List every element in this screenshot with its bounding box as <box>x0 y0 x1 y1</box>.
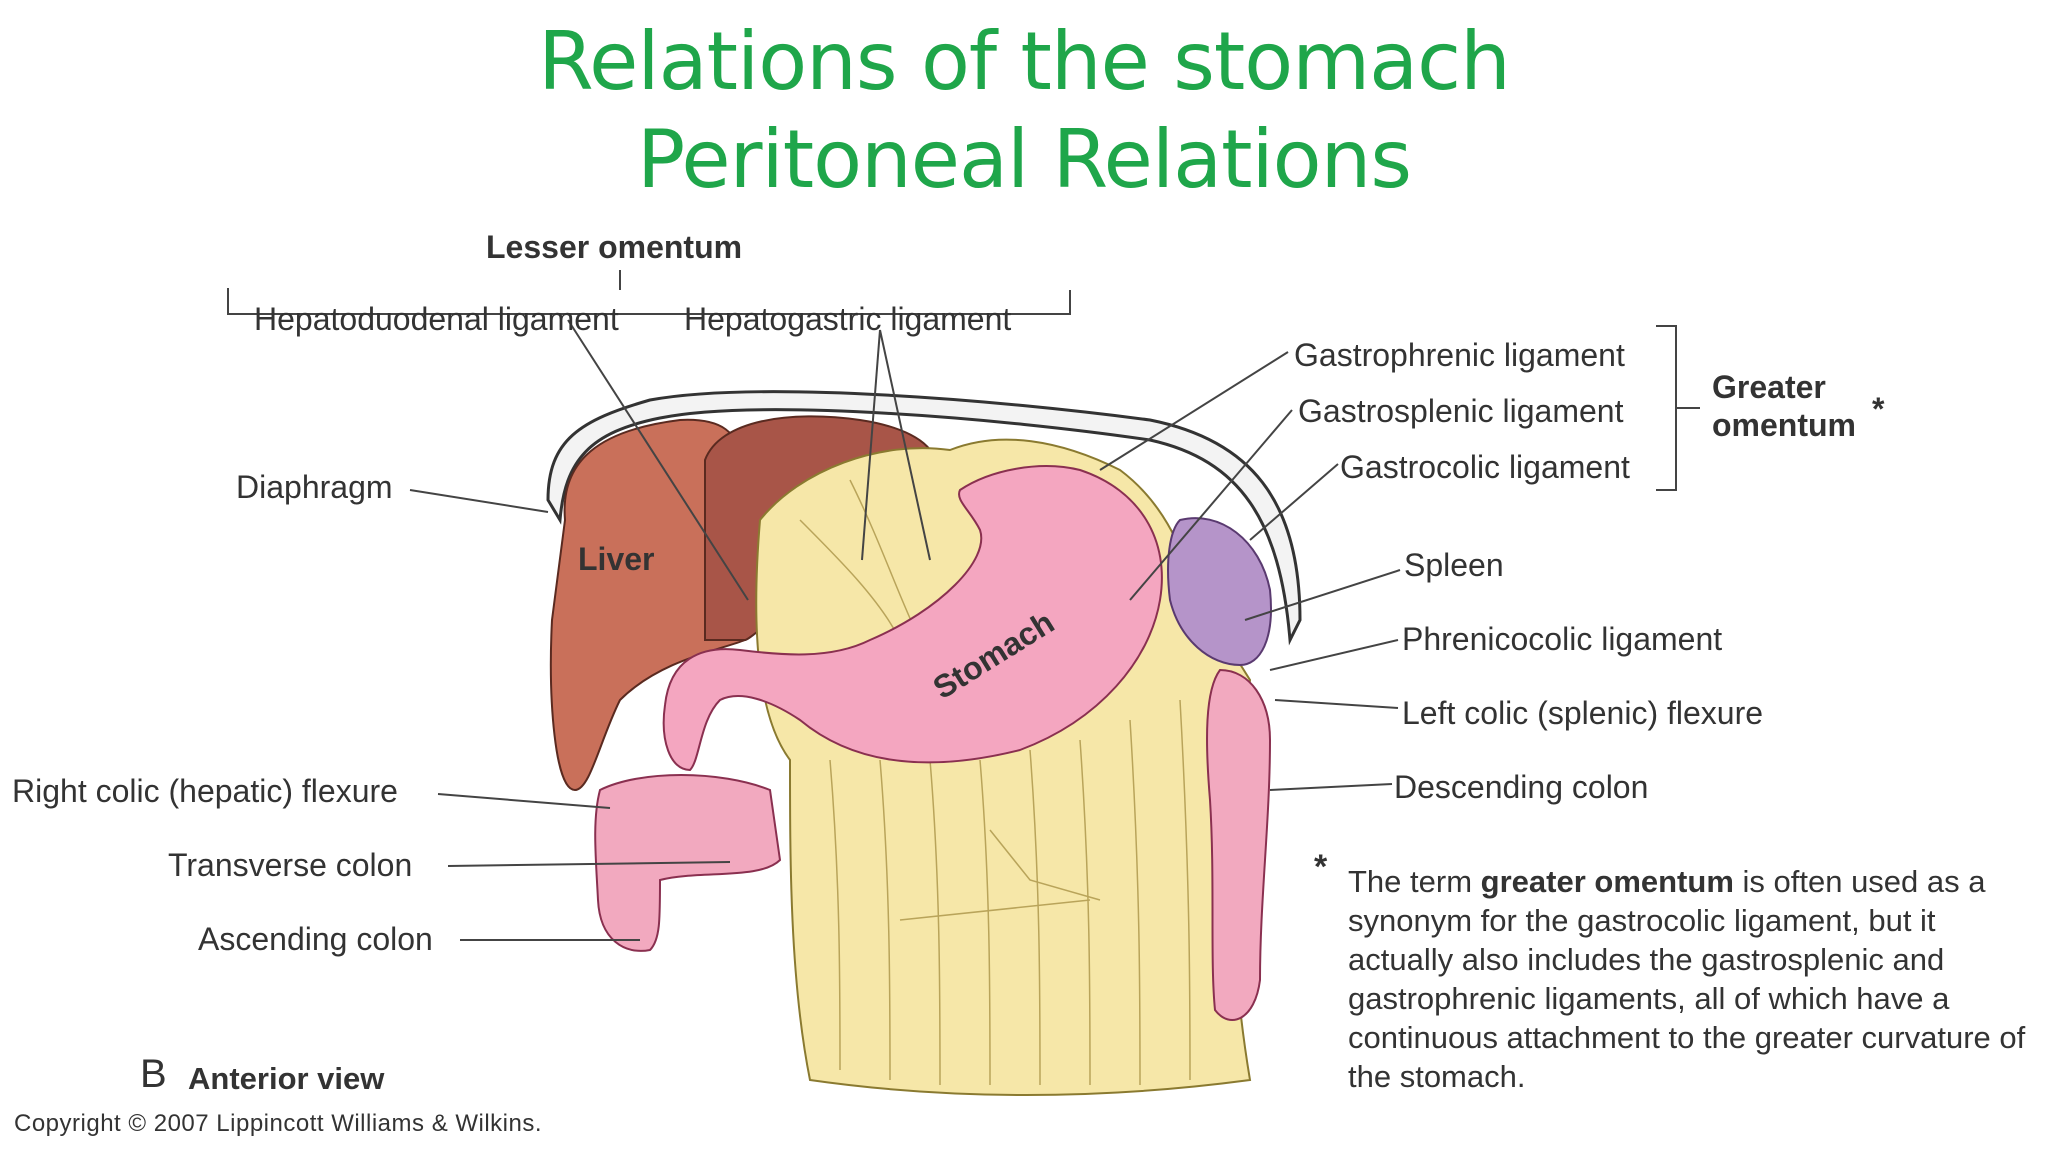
spleen-shape <box>1167 517 1272 667</box>
title-line-2: Peritoneal Relations <box>636 113 1412 206</box>
label-greater-omentum-2: omentum <box>1712 407 1856 443</box>
copyright: Copyright © 2007 Lippincott Williams & W… <box>14 1110 543 1137</box>
diaphragm-shape <box>546 390 1302 646</box>
stomach-shape <box>662 465 1163 772</box>
label-gastrocolic-ligament: Gastrocolic ligament <box>1340 449 1630 485</box>
label-phrenicocolic-ligament: Phrenicocolic ligament <box>1402 621 1722 657</box>
label-lesser-omentum: Lesser omentum <box>486 229 742 265</box>
title-line-1: Relations of the stomach <box>538 15 1511 108</box>
leader-lines <box>227 270 1700 941</box>
descending-colon-shape <box>1206 668 1272 1021</box>
label-greater-omentum-1: Greater <box>1712 369 1826 405</box>
label-gastrophrenic-ligament: Gastrophrenic ligament <box>1294 337 1625 373</box>
footnote-pre: The term <box>1348 864 1481 899</box>
footnote-text: The term greater omentum is often used a… <box>1348 862 2048 1096</box>
label-diaphragm: Diaphragm <box>236 469 393 505</box>
label-hepatogastric-ligament: Hepatogastric ligament <box>684 301 1011 337</box>
footnote-post: is often used as a synonym for the gastr… <box>1348 864 2026 1094</box>
label-ascending-colon: Ascending colon <box>198 921 433 957</box>
label-hepatoduodenal-ligament: Hepatoduodenal ligament <box>254 301 619 337</box>
footnote-star: * <box>1314 848 1328 886</box>
footnote-bold: greater omentum <box>1480 864 1734 899</box>
label-descending-colon: Descending colon <box>1394 769 1648 805</box>
label-greater-omentum-star: * <box>1872 391 1885 427</box>
view-letter: B <box>140 1052 167 1096</box>
label-transverse-colon: Transverse colon <box>168 847 412 883</box>
label-left-colic-flexure: Left colic (splenic) flexure <box>1402 695 1763 731</box>
label-spleen: Spleen <box>1404 547 1504 583</box>
omentum-fibers <box>799 479 1191 1086</box>
label-right-colic-flexure: Right colic (hepatic) flexure <box>12 773 398 809</box>
view-label: Anterior view <box>188 1061 385 1096</box>
label-gastrosplenic-ligament: Gastrosplenic ligament <box>1298 393 1624 429</box>
label-liver: Liver <box>578 541 654 577</box>
